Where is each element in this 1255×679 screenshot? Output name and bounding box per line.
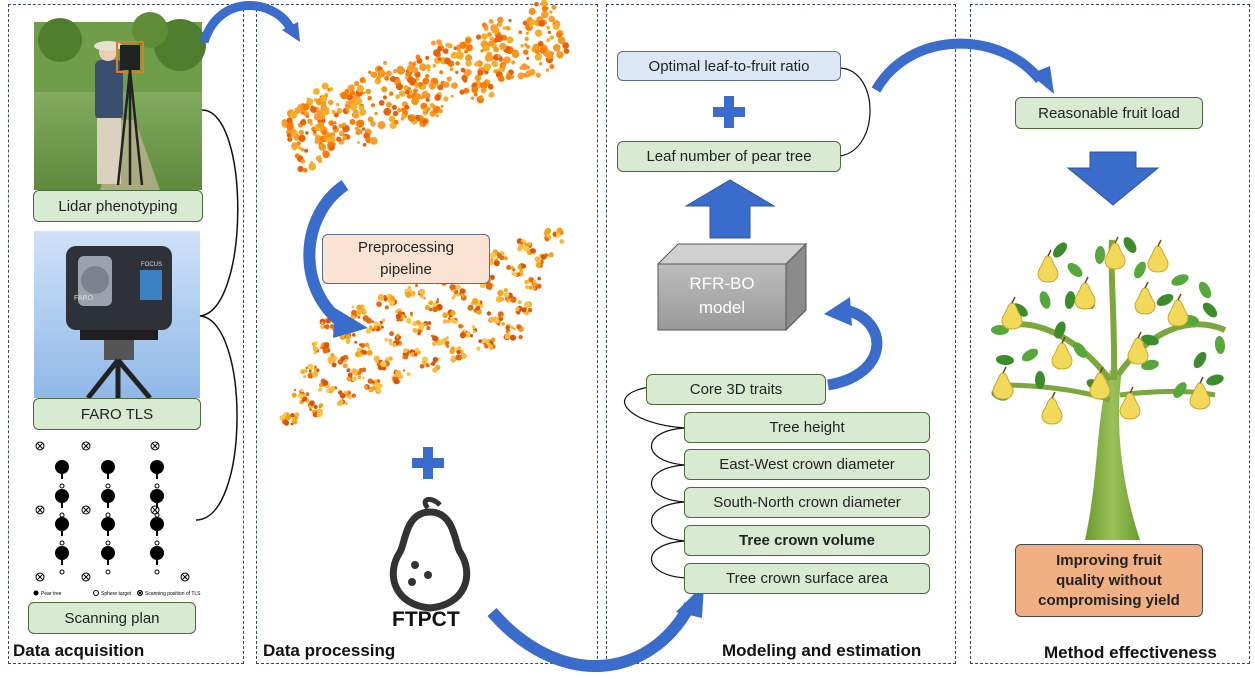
- rfr-bo-cube: [656, 242, 808, 332]
- panel-title-processing: Data processing: [263, 641, 396, 660]
- panel-modeling: [606, 4, 956, 664]
- arrow-cloud-down: [303, 180, 349, 330]
- legend-sphere-target: Sphere target: [101, 591, 132, 597]
- arrow-head-4: [824, 297, 852, 326]
- arrow-core-to-model: [826, 304, 883, 391]
- trait-east-west-diameter: East-West crown diameter: [684, 449, 930, 480]
- pear-tree-illustration: [991, 236, 1227, 540]
- lidar-phenotyping-label: Lidar phenotyping: [33, 190, 203, 222]
- preprocessing-pipeline-box: Preprocessing pipeline: [322, 234, 490, 284]
- panel-title-effectiveness: Method effectiveness: [1044, 643, 1217, 662]
- trait-crown-surface-area: Tree crown surface area: [684, 563, 930, 594]
- legend-pear-tree: Pear tree: [41, 591, 62, 597]
- traits-chain: [624, 386, 687, 579]
- panel-data-acquisition: [8, 4, 244, 664]
- lidar-photo: [34, 12, 206, 190]
- arrow-modeling-to-effectiveness: [871, 38, 1044, 93]
- faro-scanner-photo: [34, 231, 200, 400]
- improving-quality-box: Improving fruit quality without compromi…: [1015, 544, 1203, 617]
- ftpct-label: FTPCT: [392, 608, 460, 631]
- faro-tls-label: FARO TLS: [33, 398, 201, 430]
- trait-crown-volume: Tree crown volume: [684, 525, 930, 556]
- optimal-ratio-box: Optimal leaf-to-fruit ratio: [617, 51, 841, 81]
- arrow-ftpct-to-modeling: [487, 602, 696, 673]
- up-arrow: [684, 179, 776, 239]
- panel-title-modeling: Modeling and estimation: [722, 641, 922, 660]
- leaf-number-box: Leaf number of pear tree: [617, 141, 841, 172]
- arrow-head-2: [333, 308, 368, 338]
- acquisition-bracket: [195, 109, 239, 521]
- core-3d-traits-box: Core 3D traits: [646, 374, 826, 405]
- panel-data-processing: [256, 4, 598, 664]
- trait-south-north-diameter: South-North crown diameter: [684, 487, 930, 518]
- point-cloud-raw: [281, 0, 570, 173]
- down-arrow: [1066, 151, 1160, 206]
- trait-tree-height: Tree height: [684, 412, 930, 443]
- legend-scan-position: Scanning position of TLS: [145, 591, 201, 597]
- arrow-acquisition-to-processing: [199, 1, 297, 44]
- modeling-bracket: [839, 67, 871, 157]
- arrow-head-1: [282, 22, 300, 42]
- panel-effectiveness: [970, 4, 1250, 664]
- pear-icon: [389, 496, 471, 612]
- panel-title-acquisition: Data acquisition: [13, 641, 145, 660]
- reasonable-fruit-load-box: Reasonable fruit load: [1015, 97, 1203, 129]
- arrow-head-5: [1030, 66, 1054, 94]
- scanner-model: FOCUS: [141, 262, 162, 268]
- plus-icon-modeling: [713, 96, 745, 128]
- plus-icon-processing: [412, 447, 444, 479]
- scanner-brand: FARO: [74, 295, 94, 302]
- scanning-plan-legend: [33, 590, 143, 596]
- scanning-plan-label: Scanning plan: [28, 602, 196, 634]
- rfr-bo-model-label: RFR-BO model: [689, 274, 755, 317]
- scanning-plan-diagram: [35, 441, 190, 582]
